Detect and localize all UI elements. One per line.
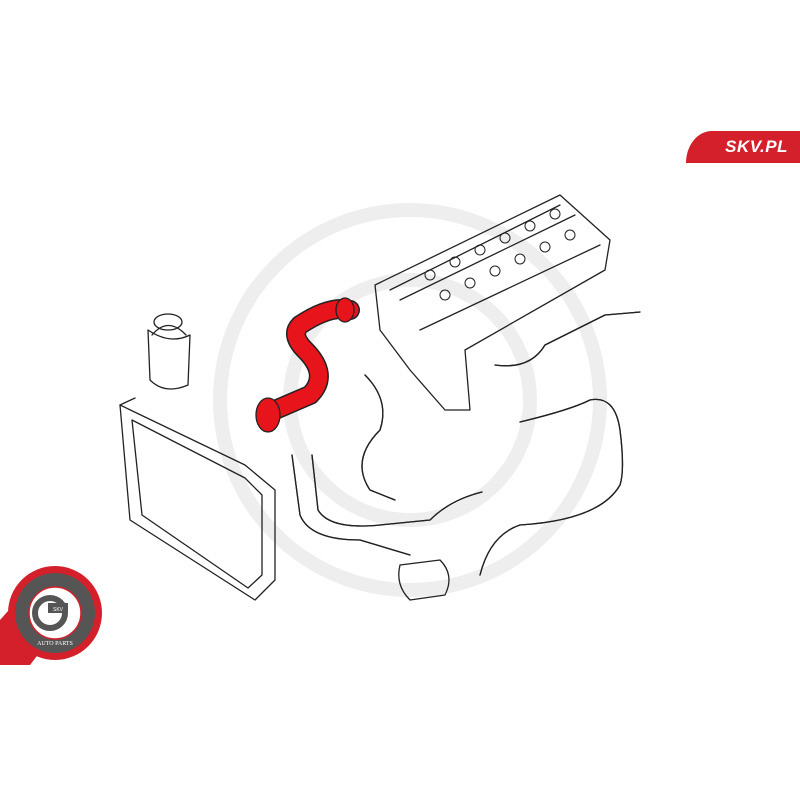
skv-auto-parts-seal: SKV AUTO PARTS bbox=[0, 566, 102, 665]
brand-badge: SKV.PL bbox=[686, 131, 800, 163]
radiator bbox=[119, 397, 276, 601]
highlighted-coolant-hose bbox=[255, 297, 360, 433]
svg-text:SKV: SKV bbox=[53, 607, 64, 613]
cylinder-head bbox=[374, 194, 611, 411]
other-hoses bbox=[291, 311, 641, 601]
expansion-tank bbox=[147, 313, 191, 390]
svg-text:AUTO PARTS: AUTO PARTS bbox=[37, 641, 73, 647]
brand-badge-label: SKV.PL bbox=[725, 137, 788, 156]
